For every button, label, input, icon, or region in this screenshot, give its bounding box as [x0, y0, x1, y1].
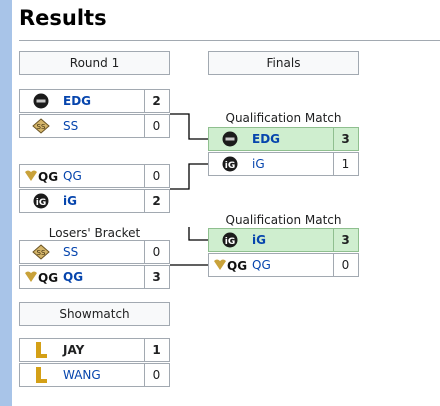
player-name[interactable]: WANG [63, 368, 101, 382]
team-name[interactable]: QG [252, 258, 271, 272]
svg-text:iG: iG [36, 198, 46, 208]
qualification-match-caption: Qualification Match [225, 213, 342, 227]
edg-logo-icon [221, 130, 239, 148]
showmatch-header: Showmatch [19, 302, 170, 326]
jay-logo-icon [32, 341, 50, 359]
page-title: Results [19, 6, 107, 30]
team-name[interactable]: iG [63, 194, 77, 208]
team-name[interactable]: SS [63, 119, 79, 133]
team-score: 0 [152, 368, 161, 382]
connector-line [170, 113, 208, 140]
finals-header: Finals [208, 51, 359, 75]
team-row[interactable]: iG iG 3 [208, 228, 359, 252]
team-row[interactable]: QG QG 3 [19, 265, 170, 289]
svg-text:iG: iG [225, 161, 235, 171]
losers-bracket-caption: Losers' Bracket [48, 226, 141, 240]
left-accent-bar [0, 0, 12, 406]
qualification-match-caption: Qualification Match [225, 111, 342, 125]
team-score: 2 [152, 94, 161, 108]
connector-line [188, 227, 208, 241]
team-row[interactable]: JAY 1 [19, 338, 170, 362]
svg-text:SS: SS [37, 123, 46, 131]
qg-logo-icon: QG [23, 167, 63, 185]
svg-text:QG: QG [38, 170, 58, 183]
team-name[interactable]: QG [63, 169, 82, 183]
team-score: 3 [152, 270, 161, 284]
team-row[interactable]: iG iG 1 [208, 152, 359, 176]
team-name[interactable]: SS [63, 245, 79, 259]
ss-logo-icon: SS [32, 117, 50, 135]
svg-text:SS: SS [37, 249, 46, 257]
team-row[interactable]: SS SS 0 [19, 240, 170, 264]
wang-logo-icon [32, 366, 50, 384]
team-score: 0 [152, 169, 161, 183]
ig-logo-icon: iG [32, 192, 50, 210]
team-score: 3 [341, 233, 350, 247]
team-row[interactable]: QG QG 0 [208, 253, 359, 277]
team-score: 1 [152, 343, 161, 357]
team-name[interactable]: EDG [63, 94, 92, 108]
svg-text:QG: QG [227, 259, 247, 272]
team-row[interactable]: EDG 2 [19, 89, 170, 113]
team-score: 0 [341, 258, 350, 272]
team-score: 3 [341, 132, 350, 146]
team-row[interactable]: EDG 3 [208, 127, 359, 151]
team-name[interactable]: QG [63, 270, 84, 284]
ig-logo-icon: iG [221, 231, 239, 249]
player-name[interactable]: JAY [63, 343, 85, 357]
svg-text:QG: QG [38, 271, 58, 284]
svg-text:iG: iG [225, 237, 235, 247]
team-score: 0 [152, 119, 161, 133]
team-name[interactable]: iG [252, 233, 266, 247]
edg-logo-icon [32, 92, 50, 110]
team-row[interactable]: WANG 0 [19, 363, 170, 387]
ss-logo-icon: SS [32, 243, 50, 261]
ig-logo-icon: iG [221, 155, 239, 173]
team-score: 1 [341, 157, 350, 171]
team-row[interactable]: QG QG 0 [19, 164, 170, 188]
team-score: 0 [152, 245, 161, 259]
team-row[interactable]: iG iG 2 [19, 189, 170, 213]
team-name[interactable]: EDG [252, 132, 281, 146]
qg-logo-icon: QG [23, 268, 63, 286]
round1-header: Round 1 [19, 51, 170, 75]
title-divider [19, 40, 440, 41]
team-score: 2 [152, 194, 161, 208]
connector-line [170, 163, 208, 190]
team-row[interactable]: SS SS 0 [19, 114, 170, 138]
qg-logo-icon: QG [212, 256, 252, 274]
team-name[interactable]: iG [252, 157, 265, 171]
